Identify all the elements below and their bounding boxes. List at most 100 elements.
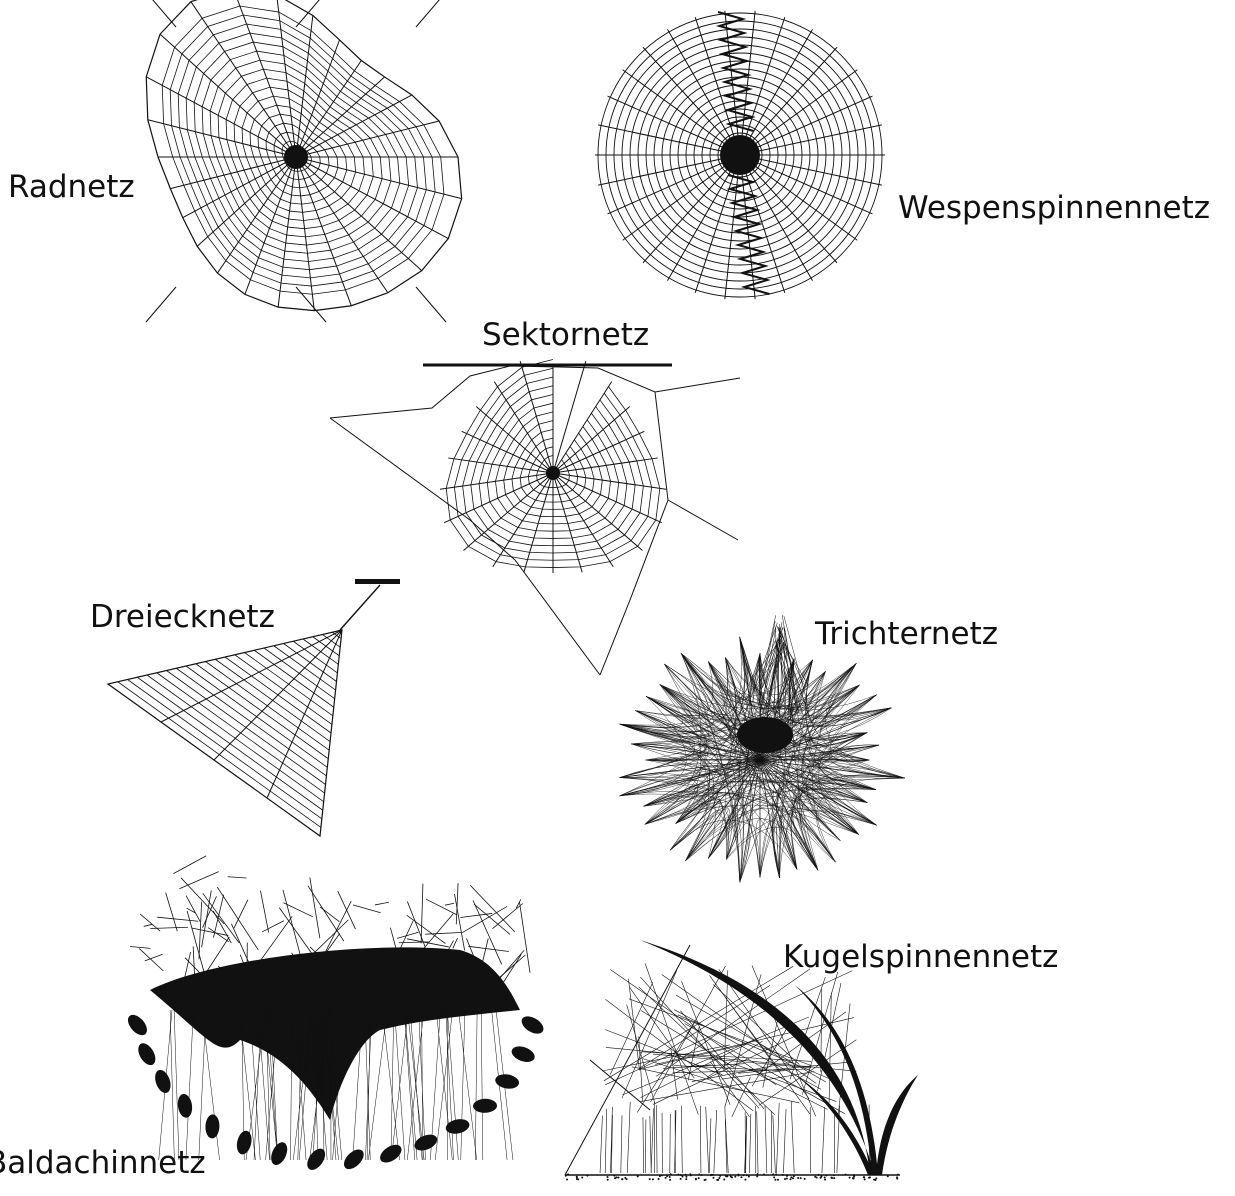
- ground-speck: [704, 1179, 706, 1181]
- gumfoot-thread: [656, 1105, 657, 1173]
- leaf: [519, 1013, 547, 1037]
- ground-speck: [607, 1176, 609, 1178]
- tangle-thread: [635, 653, 724, 715]
- gumfoot-thread: [605, 1109, 607, 1173]
- ground-speck: [853, 1178, 855, 1180]
- ground-speck: [718, 1177, 720, 1179]
- ground-speck: [876, 1173, 878, 1175]
- leaf: [509, 1043, 536, 1064]
- leaf: [176, 1093, 193, 1119]
- ground-speck: [740, 1176, 742, 1178]
- ground-speck: [743, 1174, 745, 1176]
- cross-thread: [147, 675, 324, 802]
- scaffold-thread: [187, 911, 206, 981]
- ground-speck: [784, 1178, 786, 1180]
- support-thread: [447, 1010, 448, 1160]
- gumfoot-thread: [700, 1106, 701, 1173]
- ground-speck: [800, 1177, 802, 1179]
- ground-speck: [621, 1178, 623, 1180]
- gumfoot-thread: [822, 1107, 825, 1173]
- leaf: [135, 1040, 159, 1068]
- label-trichternetz: Trichternetz: [815, 619, 998, 650]
- ground-speck: [833, 1174, 835, 1176]
- leaf: [235, 1129, 254, 1156]
- ground-speck: [896, 1176, 898, 1178]
- radial-thread: [553, 406, 630, 473]
- gumfoot-thread: [783, 1109, 786, 1173]
- cross-thread: [225, 657, 331, 733]
- tangle-thread: [645, 964, 698, 1115]
- anchor-thread: [416, 287, 446, 322]
- ground-speck: [637, 1175, 639, 1177]
- ground-speck: [701, 1174, 703, 1176]
- gumfoot-thread: [600, 1116, 602, 1173]
- support-thread: [446, 1010, 454, 1160]
- ground-speck: [777, 1179, 779, 1181]
- hub: [720, 135, 760, 175]
- leaf: [304, 1145, 329, 1173]
- ground-speck: [719, 1175, 721, 1177]
- gumfoot-thread: [643, 1117, 644, 1173]
- ground-speck: [712, 1174, 714, 1176]
- label-sektornetz: Sektornetz: [482, 320, 649, 351]
- hub: [546, 466, 560, 480]
- scaffold-thread: [468, 946, 508, 951]
- ground-speck: [666, 1175, 668, 1177]
- funnel-thread: [752, 623, 778, 696]
- ground-speck: [658, 1178, 660, 1180]
- frame-thread: [655, 392, 738, 540]
- support-thread: [391, 1010, 394, 1160]
- support-thread: [174, 1010, 179, 1160]
- gumfoot-thread: [706, 1107, 709, 1173]
- gumfoot-thread: [714, 1110, 717, 1173]
- ground-speck: [652, 1178, 654, 1180]
- support-thread: [447, 1010, 458, 1160]
- gumfoot-thread: [757, 1111, 758, 1173]
- cross-thread: [245, 653, 333, 716]
- radial-thread: [553, 361, 586, 473]
- scaffold-thread: [375, 902, 389, 905]
- ground-speck: [744, 1179, 746, 1181]
- ground-speck: [757, 1173, 759, 1175]
- scaffold-thread: [228, 877, 247, 878]
- scaffold-thread: [157, 917, 198, 921]
- ground-speck: [824, 1176, 826, 1178]
- ground-speck: [680, 1178, 682, 1180]
- gumfoot-thread: [670, 1114, 671, 1173]
- leaf: [494, 1073, 520, 1091]
- ground-speck: [793, 1175, 795, 1177]
- scaffold-thread: [166, 893, 178, 932]
- scaffold-thread: [492, 903, 522, 928]
- scaffold-thread: [445, 903, 454, 905]
- ground-speck: [845, 1174, 847, 1176]
- anchor-thread: [296, 287, 326, 322]
- label-radnetz: Radnetz: [8, 172, 135, 203]
- ground-speck: [716, 1179, 718, 1181]
- scaffold-thread: [260, 891, 268, 933]
- support-thread: [170, 1010, 174, 1160]
- scaffold-thread: [453, 938, 458, 948]
- scaffold-thread: [421, 884, 423, 944]
- signal-thread: [340, 585, 380, 630]
- support-thread: [391, 1010, 408, 1160]
- ground-speck: [659, 1175, 661, 1177]
- ground-speck: [689, 1173, 691, 1175]
- ground-speck: [670, 1173, 672, 1175]
- ground-speck: [685, 1178, 687, 1180]
- support-thread: [410, 1010, 422, 1160]
- ground-speck: [833, 1177, 835, 1179]
- ground-speck: [567, 1173, 569, 1175]
- ground-speck: [566, 1178, 568, 1180]
- scaffold-thread: [310, 877, 320, 938]
- ground-speck: [772, 1173, 774, 1175]
- ground-speck: [710, 1174, 712, 1176]
- ground-speck: [661, 1174, 663, 1176]
- scaffold-thread: [145, 954, 163, 961]
- scaffold-thread: [353, 905, 381, 913]
- gumfoot-thread: [627, 1102, 630, 1173]
- ground-speck: [786, 1175, 788, 1177]
- leaf: [124, 1011, 150, 1038]
- radial-thread: [524, 473, 553, 572]
